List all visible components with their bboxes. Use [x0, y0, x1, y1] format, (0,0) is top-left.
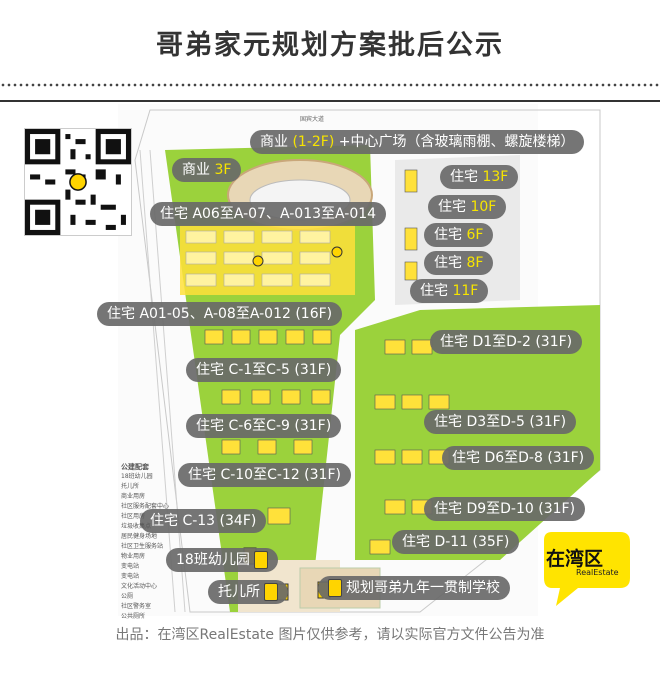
label-kindergarten: 18班幼儿园 — [166, 548, 278, 572]
block-a-buildings — [185, 230, 331, 287]
school-icon — [328, 579, 342, 597]
road-label: 国宾大道 — [300, 115, 324, 123]
legend-item: 社区卫生服务站 — [121, 543, 164, 550]
label-zhuzhai-6f: 住宅 6F — [424, 223, 494, 247]
label-zhuzhai-10f: 住宅 10F — [428, 195, 507, 219]
label-commerce-small: 商业 3F — [172, 158, 242, 182]
legend-item: 文化活动中心 — [121, 583, 158, 590]
label-zhuzhai-d3: 住宅 D3至D-5 (31F) — [424, 410, 577, 434]
label-zhuzhai-d11: 住宅 D-11 (35F) — [392, 530, 520, 554]
title-underline — [0, 100, 660, 102]
block-c-buildings — [204, 329, 332, 525]
brand-logo: 在湾区 RealEstate — [538, 530, 634, 610]
brand-sub: RealEstate — [576, 568, 619, 577]
footer-note: 出品：在湾区RealEstate 图片仅供参考，请以实际官方文件公告为准 — [115, 627, 545, 643]
dotted-divider — [0, 80, 660, 88]
label-zhuzhai-a01: 住宅 A01-05、A-08至A-012 (16F) — [97, 302, 343, 326]
label-zhuzhai-c6: 住宅 C-6至C-9 (31F) — [186, 414, 342, 438]
page-title: 哥弟家元规划方案批后公示 — [156, 30, 504, 61]
label-zhuzhai-c10: 住宅 C-10至C-12 (31F) — [178, 463, 351, 487]
label-zhuzhai-c13: 住宅 C-13 (34F) — [140, 509, 267, 533]
legend-item: 18班幼儿园 — [121, 473, 153, 480]
label-zhuzhai-11f: 住宅 11F — [410, 279, 489, 303]
facility-legend: 公建配套 18班幼儿园 托儿所 商业用房 社区服务配套中心 社区用房 垃圾收集点… — [121, 462, 193, 622]
label-commerce-main: 商业 (1-2F) +中心广场（含玻璃雨棚、螺旋楼梯） — [250, 130, 585, 154]
legend-item: 变电站 — [121, 563, 140, 570]
nursery-icon — [264, 583, 278, 601]
label-nursery: 托儿所 — [208, 580, 288, 604]
label-school: 规划哥弟九年一贯制学校 — [318, 576, 510, 600]
legend-item: 公共厕所 — [121, 613, 146, 620]
label-zhuzhai-8f: 住宅 8F — [424, 251, 494, 275]
qr-code — [24, 128, 132, 236]
brand-name: 在湾区 — [546, 548, 604, 570]
legend-item: 物业用房 — [121, 553, 146, 560]
legend-title: 公建配套 — [121, 463, 149, 471]
label-zhuzhai-c1: 住宅 C-1至C-5 (31F) — [186, 358, 342, 382]
legend-item: 公厕 — [121, 593, 134, 600]
label-zhuzhai-d1: 住宅 D1至D-2 (31F) — [430, 330, 583, 354]
block-b-buildings — [404, 169, 418, 281]
brand-logo-shape — [544, 532, 630, 606]
label-zhuzhai-d9: 住宅 D9至D-10 (31F) — [424, 497, 586, 521]
legend-item: 社区警务室 — [121, 603, 152, 610]
legend-item: 社区服务配套中心 — [121, 503, 170, 510]
label-zhuzhai-13f: 住宅 13F — [440, 165, 519, 189]
block-d-buildings — [369, 339, 450, 555]
legend-item: 托儿所 — [121, 483, 140, 490]
legend-item: 变电站 — [121, 573, 140, 580]
plan-boundary — [134, 109, 601, 613]
legend-item: 垃圾收集点 — [121, 523, 152, 530]
marker-a-west — [252, 255, 264, 267]
legend-item: 商业用房 — [121, 493, 146, 500]
label-zhuzhai-d6: 住宅 D6至D-8 (31F) — [442, 446, 595, 470]
label-zhuzhai-a06: 住宅 A06至A-07、A-013至A-014 — [150, 202, 387, 226]
kindergarten-icon — [253, 551, 268, 569]
qr-code-pattern — [25, 129, 131, 235]
legend-item: 社区用房 — [121, 513, 146, 520]
legend-item: 居民健身场地 — [121, 533, 158, 540]
marker-a-east — [331, 246, 343, 258]
